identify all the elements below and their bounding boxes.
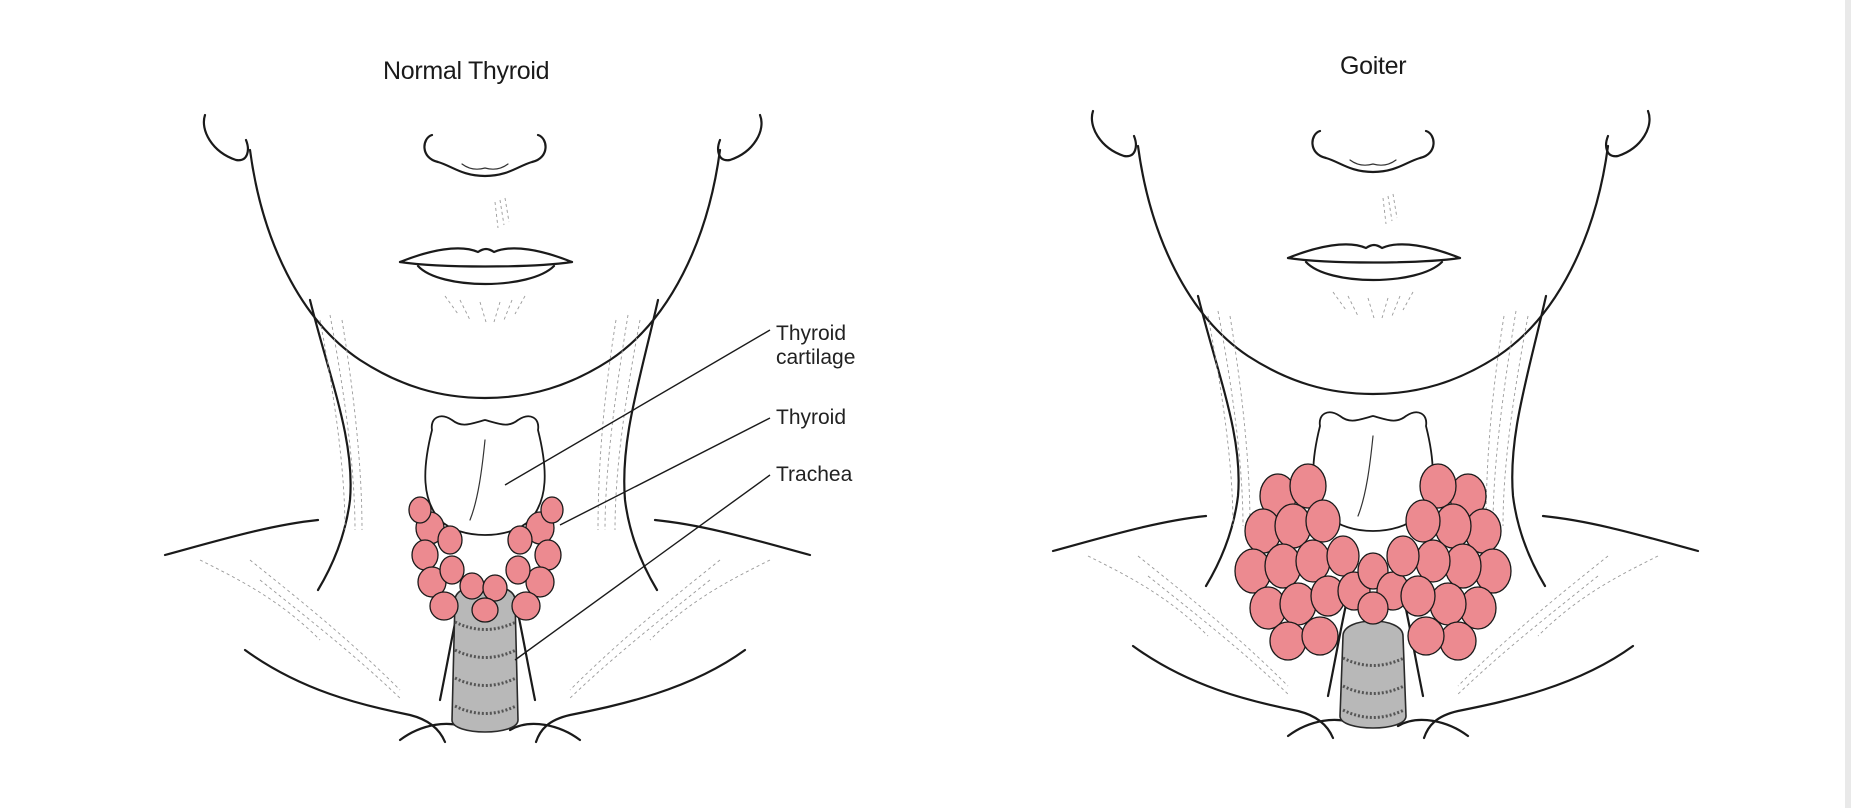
neck-right-contour (624, 300, 658, 590)
thyroid-cartilage (425, 416, 544, 535)
normal-thyroid-figure (165, 115, 810, 742)
lip-line (400, 262, 572, 267)
left-clavicle (245, 650, 445, 742)
thyroid-cartilage-label: Thyroid cartilage (776, 322, 855, 370)
goiter-title: Goiter (1340, 52, 1406, 81)
normal-thyroid-title: Normal Thyroid (383, 57, 549, 86)
thyroid-label: Thyroid (776, 406, 846, 430)
lower-lip (418, 266, 554, 284)
goiter-face-outline (1138, 146, 1608, 394)
left-ear (204, 115, 248, 160)
right-shoulder (655, 520, 810, 555)
goiter-figure (1053, 111, 1698, 738)
page-edge-strip (1845, 0, 1851, 808)
right-ear (718, 115, 761, 160)
right-clavicle (536, 650, 745, 742)
upper-lip (400, 248, 572, 262)
goiter-trachea (1340, 621, 1406, 728)
face-outline (250, 150, 720, 398)
leader-thyroid-cartilage (505, 330, 770, 485)
nose (424, 135, 545, 176)
neck-left-contour (310, 300, 351, 590)
trachea-label: Trachea (776, 463, 852, 487)
left-shoulder (165, 520, 318, 555)
